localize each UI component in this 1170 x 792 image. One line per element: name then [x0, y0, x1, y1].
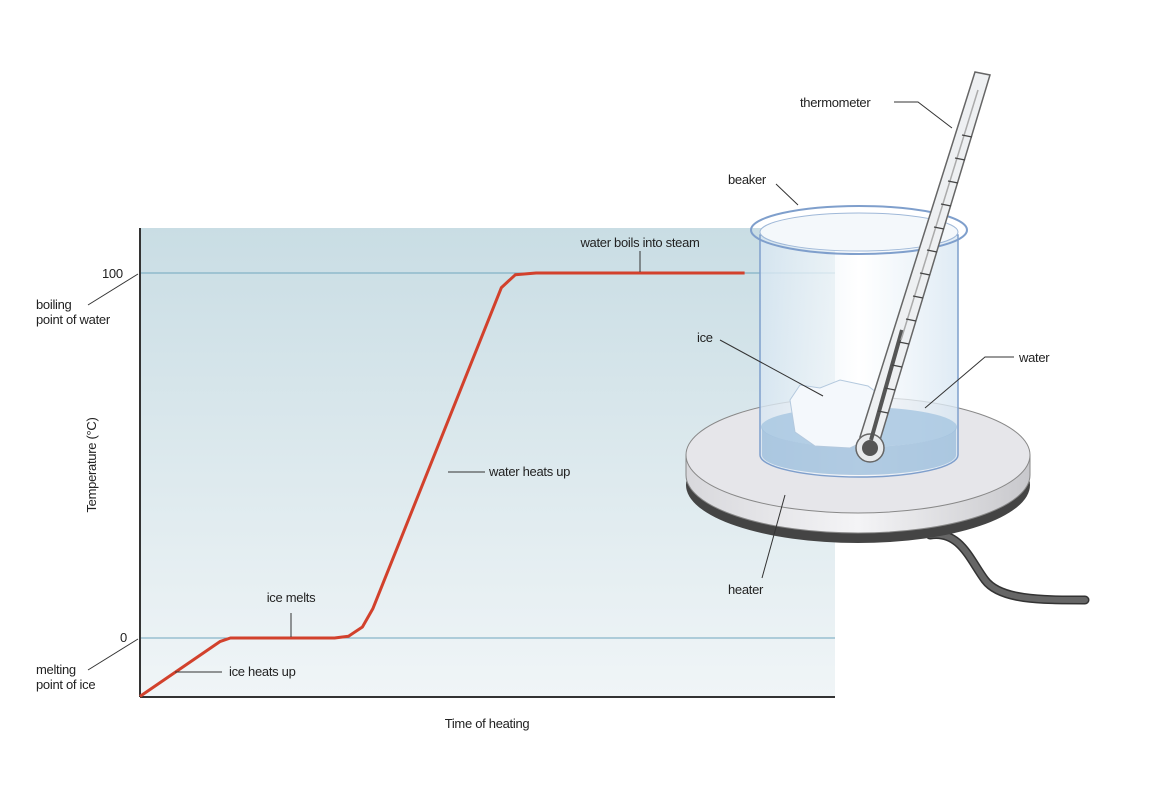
y-tick-label-0: 0 [120, 630, 127, 645]
heater-leader [761, 494, 786, 579]
boiling-label-1: boiling [36, 297, 72, 312]
y-axis-label: Temperature (°C) [84, 417, 99, 512]
melting-label-2: point of ice [36, 677, 95, 692]
water-label: water [1018, 350, 1050, 365]
water-leader [924, 356, 1014, 409]
thermometer-label: thermometer [800, 95, 871, 110]
melting-leader [87, 638, 139, 671]
ice-leader [719, 339, 824, 397]
x-axis-label: Time of heating [445, 716, 530, 731]
water-heats-up-label: water heats up [488, 464, 570, 479]
y-tick-label-100: 100 [102, 266, 123, 281]
thermometer-illustration [855, 71, 991, 463]
ice-melts-label: ice melts [267, 590, 316, 605]
heater-label: heater [728, 582, 764, 597]
boiling-leader [87, 273, 139, 306]
boiling-label-2: point of water [36, 312, 111, 327]
ice-heats-up-label: ice heats up [229, 664, 296, 679]
melting-label-1: melting [36, 662, 76, 677]
beaker-leader [775, 183, 799, 206]
heating-curve-line [139, 271, 745, 698]
ice-label: ice [697, 330, 713, 345]
beaker-label: beaker [728, 172, 767, 187]
water-boils-label: water boils into steam [579, 235, 699, 250]
thermometer-leader [894, 101, 953, 129]
